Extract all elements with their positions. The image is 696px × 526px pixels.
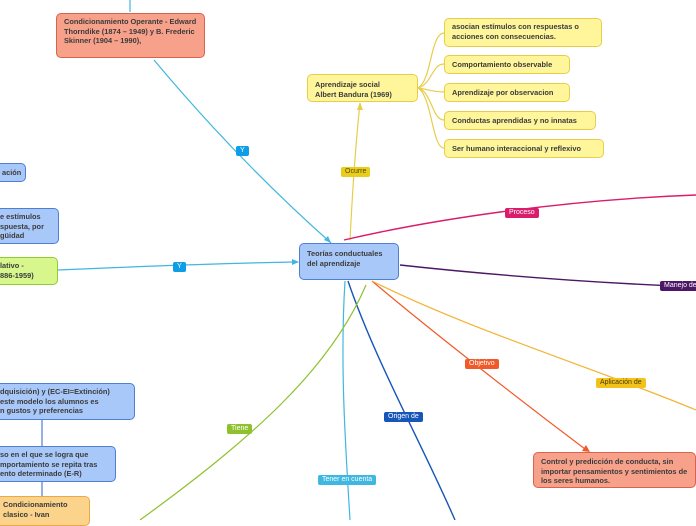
arrowhead-bandura — [357, 102, 363, 110]
node-comportamiento-observable[interactable]: Comportamiento observable — [444, 55, 570, 74]
link-manejo — [399, 264, 696, 288]
node-condicionamiento-operante[interactable]: Condicionamiento Operante - Edward Thorn… — [56, 13, 205, 58]
label-proceso: Proceso — [505, 208, 539, 218]
label-objetivo: Objetivo — [465, 359, 499, 369]
node-condicionamiento-clasico[interactable]: Condicionamiento clasico - Ivan — [0, 496, 90, 526]
node-aprendizaje-social[interactable]: Aprendizaje social Albert Bandura (1969) — [307, 74, 418, 102]
label-tener-en-cuenta: Tener en cuenta — [318, 475, 377, 485]
node-asocian-estimulos[interactable]: asocian estímulos con respuestas o accio… — [444, 18, 602, 47]
node-left-5[interactable]: so en el que se logra que mportamiento s… — [0, 446, 116, 482]
node-left-1[interactable]: ación — [0, 163, 26, 182]
node-teorias-conductuales[interactable]: Teorías conductuales del aprendizaje — [299, 243, 399, 280]
node-ser-humano[interactable]: Ser humano interaccional y reflexivo — [444, 139, 604, 158]
label-aplicacion: Aplicación de — [596, 378, 646, 388]
label-y-top: Y — [236, 146, 249, 156]
arrowhead-objetivo — [582, 445, 590, 452]
link-origen — [347, 280, 456, 520]
label-manejo: Manejo de — [660, 281, 696, 291]
branch-b2 — [417, 63, 445, 89]
label-origen: Origen de — [384, 412, 423, 422]
arrowhead-center-left — [292, 259, 299, 265]
label-tiene: Tiene — [227, 424, 253, 434]
link-tiene — [139, 284, 367, 520]
link-left — [57, 261, 299, 271]
arrowhead-center-top — [324, 236, 331, 243]
node-conductas-aprendidas[interactable]: Conductas aprendidas y no innatas — [444, 111, 596, 130]
node-left-2[interactable]: e estímulos spuesta, por güidad — [0, 208, 59, 244]
label-y-left: Y — [173, 262, 186, 272]
branch-b5 — [417, 87, 445, 149]
label-ocurre: Ocurre — [341, 167, 371, 177]
node-left-4[interactable]: dquisición) y (EC-EI=Extinción) este mod… — [0, 383, 135, 420]
link-aplicacion — [371, 280, 696, 411]
link-thorndike — [153, 59, 332, 244]
node-control-prediccion[interactable]: Control y predicción de conducta, sin im… — [533, 452, 696, 488]
link-proceso — [343, 194, 696, 241]
link-tener — [342, 280, 351, 520]
node-left-3[interactable]: lativo - 886-1959) — [0, 257, 58, 285]
branch-b4 — [417, 87, 445, 121]
branch-b3 — [417, 87, 445, 93]
branch-b1 — [417, 32, 445, 89]
node-aprendizaje-observacion[interactable]: Aprendizaje por observacion — [444, 83, 570, 102]
